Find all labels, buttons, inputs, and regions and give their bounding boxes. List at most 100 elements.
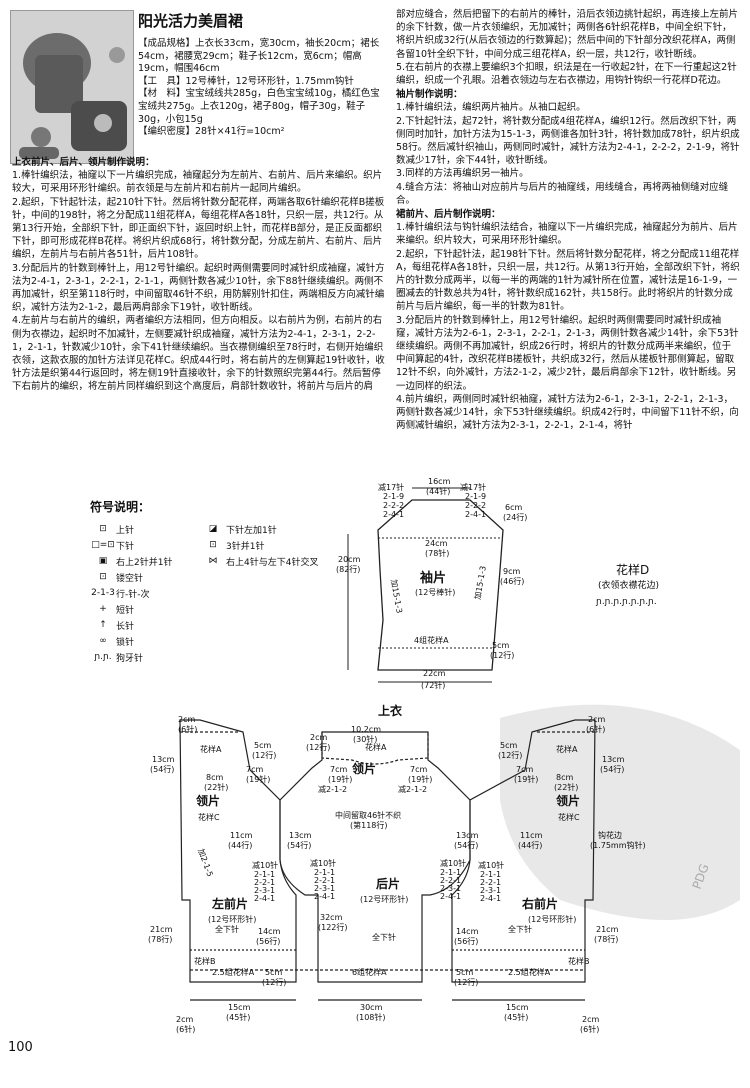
svg-text:2.5组花样A: 2.5组花样A — [212, 967, 255, 977]
svg-text:领片: 领片 — [352, 761, 376, 776]
svg-text:(6针): (6针) — [176, 1024, 195, 1034]
svg-text:(6针): (6针) — [178, 724, 197, 734]
svg-text:(22针): (22针) — [554, 782, 578, 792]
svg-text:加15-1-3: 加15-1-3 — [389, 579, 405, 614]
svg-text:11cm: 11cm — [230, 831, 253, 840]
sleeve-diagram — [347, 487, 504, 683]
svg-text:5cm: 5cm — [265, 968, 282, 977]
svg-text:全下针: 全下针 — [508, 924, 532, 934]
instruction-paragraph: 2.起织，下针起针法，起210针下针。然后将针数分配花样，两端各取6针编织花样B… — [12, 196, 385, 261]
svg-text:2-4-1: 2-4-1 — [465, 510, 486, 519]
svg-text:花样A: 花样A — [200, 744, 222, 754]
section-heading: 袖片制作说明： — [396, 89, 463, 101]
svg-text:全下针: 全下针 — [215, 924, 239, 934]
svg-text:(12号环形针): (12号环形针) — [360, 894, 408, 904]
svg-text:13cm: 13cm — [602, 755, 625, 764]
svg-text:ɲ.ɲ.ɲ.ɲ.ɲ.ɲ.ɲ.: ɲ.ɲ.ɲ.ɲ.ɲ.ɲ.ɲ. — [595, 597, 657, 607]
svg-text:21cm: 21cm — [150, 925, 173, 934]
svg-text:花样C: 花样C — [558, 812, 580, 822]
jacket-title: 上衣 — [378, 703, 402, 718]
instruction-paragraph: 2.起织，下针起针法，起198针下针。然后将针数分配花样，将之分配成11组花样A… — [396, 248, 740, 313]
svg-text:(12行): (12行) — [252, 750, 276, 760]
svg-text:(44行): (44行) — [228, 840, 252, 850]
svg-text:2cm: 2cm — [582, 1015, 599, 1024]
svg-text:2-4-1: 2-4-1 — [383, 510, 404, 519]
legend-row: ⊡镂空针 — [90, 569, 200, 585]
svg-text:2-2-1: 2-2-1 — [314, 876, 335, 885]
svg-text:5cm: 5cm — [500, 741, 517, 750]
legend-row: ↑长针 — [90, 617, 200, 633]
svg-text:(54行): (54行) — [287, 840, 311, 850]
svg-text:2-1-1: 2-1-1 — [480, 870, 501, 879]
svg-text:14cm: 14cm — [456, 927, 479, 936]
svg-text:7cm: 7cm — [516, 765, 533, 774]
svg-text:2-4-1: 2-4-1 — [254, 894, 275, 903]
sleeve-labels: 16cm (44针) 减17针 2-1-9 2-2-2 2-4-1 减17针 2… — [336, 477, 527, 690]
svg-text:(82行): (82行) — [336, 564, 360, 574]
spec-density: 【编织密度】28针×41行=10cm² — [138, 126, 285, 138]
knitting-diagram: 16cm (44针) 减17针 2-1-9 2-2-2 2-4-1 减17针 2… — [148, 477, 740, 1034]
svg-text:(54行): (54行) — [454, 840, 478, 850]
legend-label: 行-针-次 — [116, 589, 150, 600]
legend-symbol-icon: ◪ — [208, 524, 218, 534]
page-number: 100 — [8, 1040, 33, 1055]
legend-label: 上针 — [116, 525, 135, 536]
svg-text:30cm: 30cm — [360, 1003, 383, 1012]
sleeve-top-width: 16cm — [428, 477, 451, 486]
legend-symbol-icon: ↑ — [99, 620, 107, 630]
svg-text:2-2-1: 2-2-1 — [440, 876, 461, 885]
legend-label: 下针 — [116, 541, 135, 552]
legend-row: □=⊡下针 — [90, 537, 200, 553]
svg-text:(6针): (6针) — [586, 724, 605, 734]
svg-text:2cm: 2cm — [176, 1015, 193, 1024]
svg-text:2-2-1: 2-2-1 — [480, 878, 501, 887]
legend-row: ∞ 锁针 — [90, 633, 200, 649]
instruction-paragraph: 3.分配后片的针数到棒针上，用12号针编织。起织时两侧需要同时减针织成袖窿，减针… — [396, 314, 739, 392]
svg-text:领片: 领片 — [196, 793, 220, 808]
svg-text:2-3-1: 2-3-1 — [480, 886, 501, 895]
legend-label: 锁针 — [116, 637, 135, 648]
spec-block: 【成品规格】上衣长33cm，宽30cm，袖长20cm；裙长54cm，裙腰宽29c… — [138, 38, 388, 139]
svg-text:(12号环形针): (12号环形针) — [208, 914, 256, 924]
svg-text:2cm: 2cm — [588, 715, 605, 724]
svg-text:2cm: 2cm — [310, 733, 327, 742]
svg-text:(24行): (24行) — [503, 512, 527, 522]
svg-text:钩花边: 钩花边 — [598, 830, 622, 840]
svg-text:7cm: 7cm — [330, 765, 347, 774]
svg-text:2-4-1: 2-4-1 — [440, 892, 461, 901]
svg-text:2.5组花样A: 2.5组花样A — [508, 967, 551, 977]
pattern-title: 阳光活力美眉裙 — [138, 12, 244, 30]
svg-text:2-3-1: 2-3-1 — [440, 884, 461, 893]
svg-text:5cm: 5cm — [456, 968, 473, 977]
svg-text:7cm: 7cm — [246, 765, 263, 774]
legend-symbol-icon: 2-1-3 — [91, 588, 115, 598]
section-heading: 上衣前片、后片、领片制作说明： — [12, 157, 155, 168]
svg-text:(56行): (56行) — [256, 936, 280, 946]
section-heading: 裙前片、后片制作说明： — [396, 209, 501, 221]
svg-text:21cm: 21cm — [596, 925, 619, 934]
svg-text:(12行): (12行) — [454, 977, 478, 987]
legend-label: 右上4针与左下4针交叉 — [226, 557, 319, 568]
svg-text:(19针): (19针) — [246, 774, 270, 784]
svg-text:(72针): (72针) — [421, 680, 445, 690]
svg-text:(78行): (78行) — [594, 934, 618, 944]
svg-text:(12行): (12行) — [498, 750, 522, 760]
spec-size: 【成品规格】上衣长33cm，宽30cm，袖长20cm；裙长54cm，裙腰宽29c… — [138, 38, 380, 75]
instruction-paragraph: 4.缝合方法：将袖山对应前片与后片的袖窿线，用线缝合，再将两袖侧缝对应缝合。 — [396, 181, 729, 206]
svg-text:13cm: 13cm — [289, 831, 312, 840]
svg-text:(12行): (12行) — [262, 977, 286, 987]
svg-text:全下针: 全下针 — [372, 932, 396, 942]
jacket-diagram — [179, 719, 596, 1001]
svg-text:(45针): (45针) — [226, 1012, 250, 1022]
svg-text:(108针): (108针) — [356, 1012, 386, 1022]
svg-text:5cm: 5cm — [254, 741, 271, 750]
svg-text:减10针: 减10针 — [440, 858, 466, 868]
svg-text:花样B: 花样B — [568, 956, 590, 966]
svg-text:(12行): (12行) — [306, 742, 330, 752]
svg-text:8cm: 8cm — [206, 773, 223, 782]
legend-title: 符号说明： — [90, 500, 151, 514]
legend-symbol-icon: ∞ — [99, 636, 107, 646]
pattern-d: 花样D (衣领衣襟花边) ɲ.ɲ.ɲ.ɲ.ɲ.ɲ.ɲ. — [595, 562, 659, 607]
instruction-paragraph: 1.棒针编织法，编织两片袖片。从袖口起织。 — [396, 102, 586, 114]
